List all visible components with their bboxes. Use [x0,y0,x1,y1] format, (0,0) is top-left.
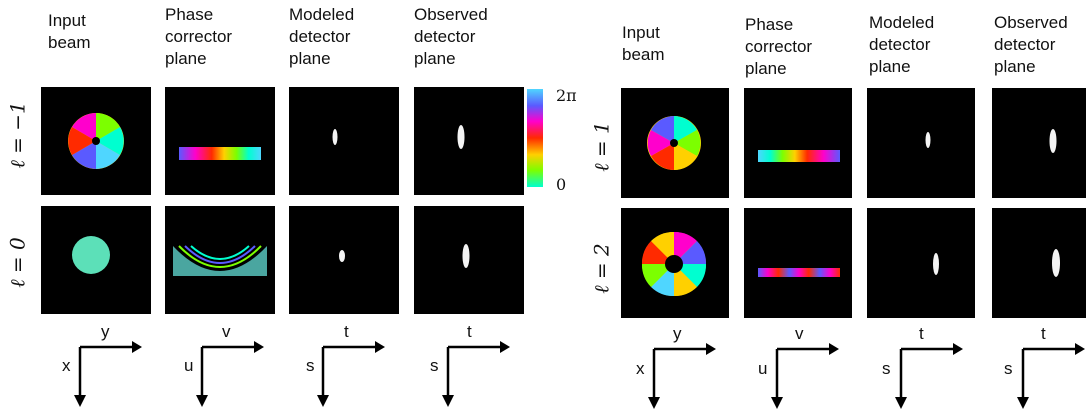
colorbar-max-label: 2π [556,86,577,105]
right-axis-2-side-label: u [758,359,768,378]
right-axis-1-icon [648,343,716,409]
left-input-beam-l-0 [41,206,151,314]
left-axis-1-icon [74,341,142,407]
right-axis-3-side-label: s [882,359,891,378]
right-axis-4-icon [1017,343,1085,409]
right-phase-corrector-l-2 [744,208,852,318]
left-header-observed-detector: Observed detector plane [414,5,488,68]
left-input-beam-l-minus-1 [41,87,151,195]
left-modeled-detector-l-minus-1 [289,87,399,195]
right-modeled-detector-l-1 [867,88,975,198]
right-axis-4-side-label: s [1004,359,1013,378]
left-axis-1-side-label: x [62,356,71,375]
phase-colorbar [527,89,543,187]
right-axis-2-icon [771,343,839,409]
right-row-label-l-2: ℓ = 2 [589,243,614,294]
left-observed-detector-l-minus-1 [414,87,524,195]
left-axis-1-top-label: y [101,322,110,341]
left-axis-3-top-label: t [344,322,349,341]
right-observed-detector-l-1 [992,88,1086,198]
left-axis-2-top-label: v [222,322,231,341]
colorbar-min-label: 0 [556,175,567,194]
left-axis-4-top-label: t [467,322,472,341]
left-row-label-l-0: ℓ = 0 [5,237,30,288]
right-axis-2-top-label: v [795,324,804,343]
left-axis-3-side-label: s [306,356,315,375]
left-axis-2-icon [196,341,264,407]
left-axis-4-side-label: s [430,356,439,375]
left-header-phase-corrector: Phase corrector plane [165,5,233,68]
left-phase-corrector-l-minus-1 [165,87,275,195]
left-header-modeled-detector: Modeled detector plane [289,5,355,68]
right-header-input-beam: Input beam [622,23,665,64]
left-axis-2-side-label: u [184,356,194,375]
left-axis-3-icon [317,341,385,407]
left-header-input-beam: Input beam [48,11,91,52]
left-observed-detector-l-0 [414,206,524,314]
right-axis-3-icon [895,343,963,409]
right-axis-3-top-label: t [919,324,924,343]
right-axis-1-top-label: y [673,324,682,343]
left-modeled-detector-l-0 [289,206,399,314]
left-phase-corrector-l-0 [165,206,275,314]
left-row-label-l-minus-1: ℓ = −1 [5,101,30,169]
right-input-beam-l-1 [621,88,729,198]
right-header-phase-corrector: Phase corrector plane [745,15,813,78]
right-input-beam-l-2 [621,208,729,318]
right-header-observed-detector: Observed detector plane [994,13,1068,76]
right-header-modeled-detector: Modeled detector plane [869,13,935,76]
right-axis-1-side-label: x [636,359,645,378]
right-modeled-detector-l-2 [867,208,975,318]
right-axis-4-top-label: t [1041,324,1046,343]
right-observed-detector-l-2 [992,208,1086,318]
right-row-label-l-1: ℓ = 1 [589,121,614,172]
right-phase-corrector-l-1 [744,88,852,198]
left-axis-4-icon [442,341,510,407]
